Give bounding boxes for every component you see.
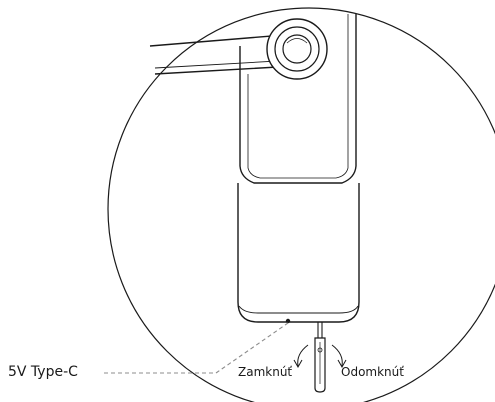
lock-arrow-head (293, 359, 303, 369)
handle-knob-center (282, 34, 312, 64)
detail-circle (107, 7, 495, 402)
lock-rotation-arrow (297, 344, 309, 367)
lock-upper-body (239, 14, 357, 184)
unlock-rotation-arrow (331, 344, 343, 367)
lock-upper-body-inner (247, 14, 349, 179)
thumbturn-key-pin (317, 347, 323, 353)
handle-knob-inner-arc (286, 38, 308, 44)
unlock-arrow-head (337, 359, 347, 369)
lock-lower-module-seam (238, 305, 359, 314)
lock-direction-label: Zamknúť (238, 365, 293, 379)
handle-knob-outer (266, 18, 328, 80)
unlock-direction-label: Odomknúť (341, 365, 404, 379)
usb-port-leader (104, 322, 289, 374)
handle-knob-ring (274, 26, 320, 72)
usb-port-dot (285, 318, 291, 324)
usb-c-port-label: 5V Type-C (8, 364, 78, 380)
lock-lower-module (237, 183, 360, 323)
